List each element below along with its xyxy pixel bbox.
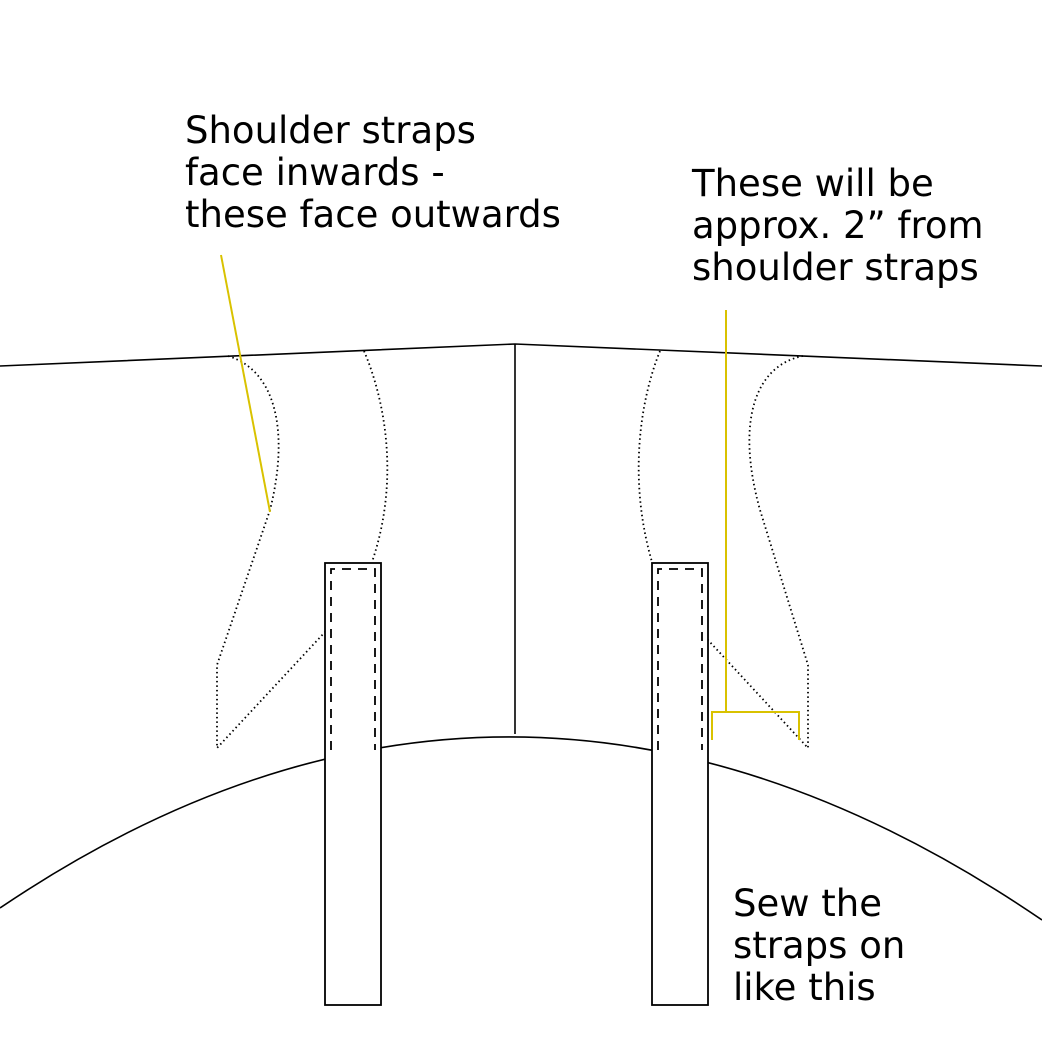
shoulder-note-line: these face outwards: [185, 193, 561, 236]
shoulder-note: Shoulder straps face inwards - these fac…: [185, 110, 561, 236]
distance-note-line: approx. 2” from: [692, 204, 984, 247]
shoulder-note-line: Shoulder straps: [185, 109, 476, 152]
distance-note-line: These will be: [692, 162, 934, 205]
neckline-edge: [0, 343, 1042, 367]
sew-note-line: like this: [733, 966, 876, 1009]
right-shoulder-strap-outline: [637, 350, 809, 751]
sew-note-line: straps on: [733, 924, 906, 967]
distance-bracket: [711, 310, 800, 740]
right-strap: [651, 562, 709, 1006]
sew-note-line: Sew the: [733, 882, 882, 925]
shoulder-note-line: face inwards -: [185, 151, 445, 194]
distance-note: These will be approx. 2” from shoulder s…: [692, 163, 984, 289]
sew-note: Sew the straps on like this: [733, 883, 905, 1009]
distance-note-line: shoulder straps: [692, 246, 979, 289]
shoulder-note-pointer: [220, 254, 271, 513]
hem-arc: [0, 736, 1042, 921]
left-strap: [324, 562, 382, 1006]
